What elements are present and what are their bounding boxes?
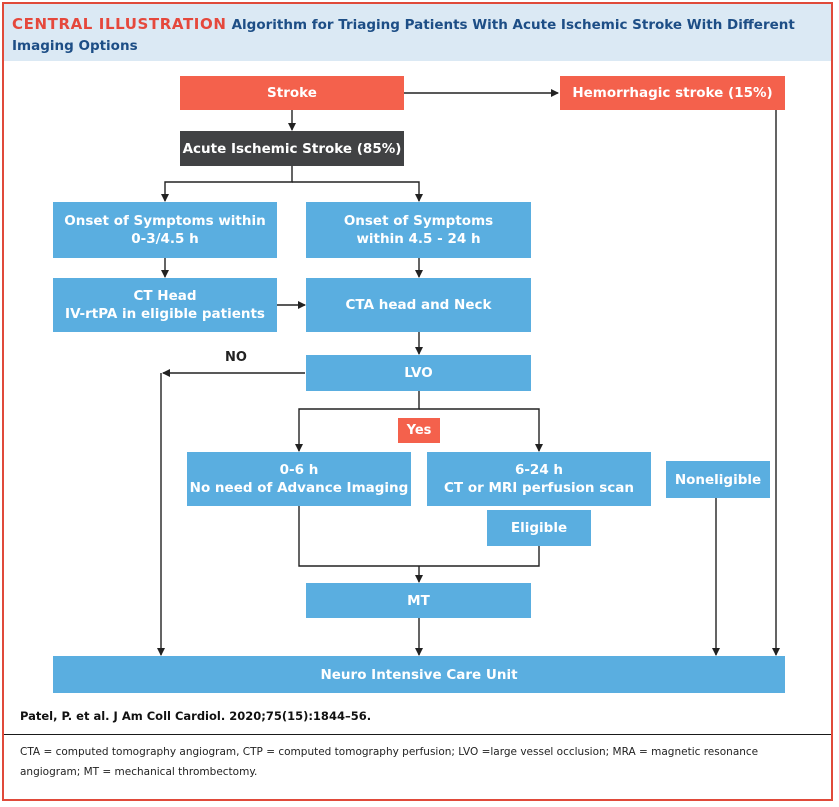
- node-onset-late: Onset of Symptoms within 4.5 - 24 h: [306, 202, 531, 258]
- node-ct-head: CT Head IV-rtPA in eligible patients: [53, 278, 277, 332]
- node-mt: MT: [306, 583, 531, 618]
- arrow-ischemic-to-onset-late: [292, 181, 423, 202]
- node-noneligible: Noneligible: [666, 461, 770, 498]
- figure-title: Algorithm for Triaging Patients With Acu…: [12, 17, 795, 54]
- arrow-lvo-to-late-window: [419, 408, 543, 452]
- node-lvo: LVO: [306, 355, 531, 391]
- figure-header: CENTRAL ILLUSTRATION Algorithm for Triag…: [12, 14, 822, 56]
- node-neuro-icu: Neuro Intensive Care Unit: [53, 656, 785, 693]
- header-background: [4, 4, 831, 61]
- node-stroke: Stroke: [180, 76, 404, 110]
- node-early-window: 0-6 h No need of Advance Imaging: [187, 452, 411, 506]
- node-cta-head-neck: CTA head and Neck: [306, 278, 531, 332]
- node-late-window: 6-24 h CT or MRI perfusion scan: [427, 452, 651, 506]
- central-illustration-tag: CENTRAL ILLUSTRATION: [12, 15, 227, 33]
- footnote-divider: [4, 734, 831, 735]
- label-no: NO: [225, 350, 247, 365]
- arrow-ischemic-to-onset-early: [161, 166, 293, 202]
- node-acute-ischemic-stroke: Acute Ischemic Stroke (85%): [180, 131, 404, 166]
- citation: Patel, P. et al. J Am Coll Cardiol. 2020…: [20, 709, 372, 723]
- node-onset-early: Onset of Symptoms within 0-3/4.5 h: [53, 202, 277, 258]
- node-eligible: Eligible: [487, 510, 591, 546]
- line-early-window-to-mt: [298, 506, 419, 567]
- arrow-lvo-to-early-window: [295, 391, 420, 452]
- label-yes: Yes: [398, 418, 440, 443]
- abbreviation-footnote: CTA = computed tomography angiogram, CTP…: [20, 746, 759, 778]
- line-eligible-to-mt: [419, 546, 540, 567]
- node-hemorrhagic-stroke: Hemorrhagic stroke (15%): [560, 76, 785, 110]
